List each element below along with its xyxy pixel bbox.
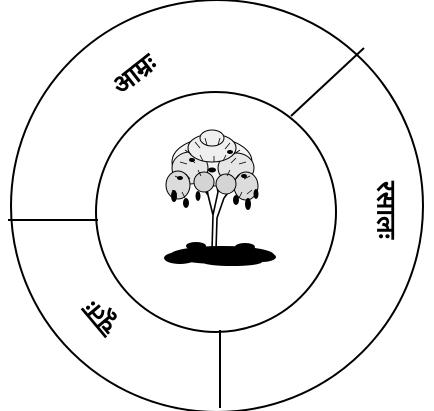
segment-label-rasala: रसालः bbox=[371, 180, 401, 241]
segment-label-chuta: चूतः bbox=[75, 293, 124, 343]
segment-label-amra: आम्रः bbox=[107, 47, 164, 101]
divider-line-right bbox=[291, 48, 364, 116]
outer-circle bbox=[11, 0, 423, 411]
mango-tree-illustration bbox=[164, 130, 276, 266]
tree-ground-shadow bbox=[164, 242, 276, 266]
inner-circle bbox=[96, 92, 336, 332]
tree-canopy bbox=[166, 130, 258, 200]
